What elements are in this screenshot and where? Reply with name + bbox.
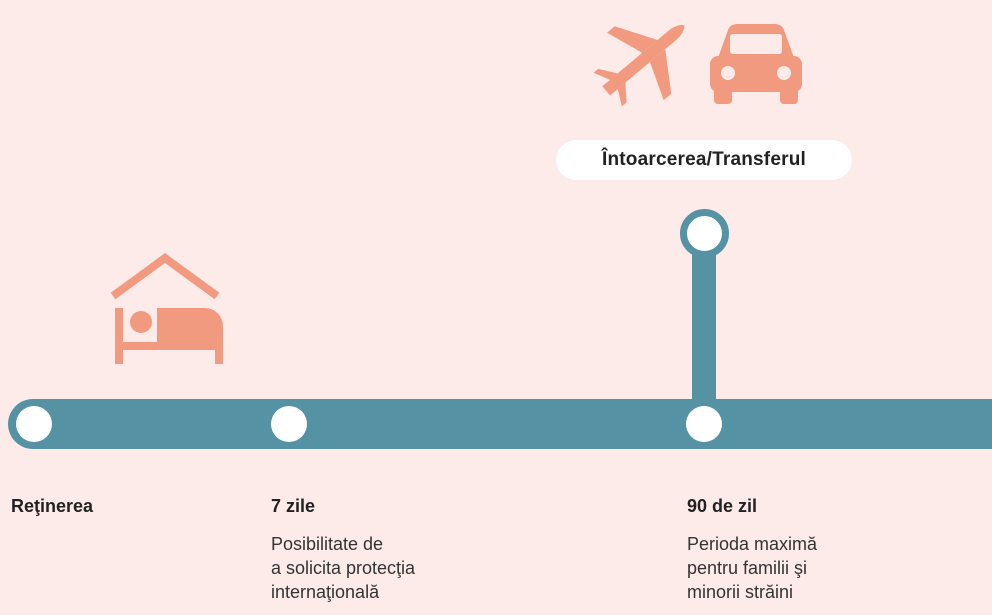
timeline-node-7-days — [271, 406, 307, 442]
description-line: pentru familii şi — [687, 558, 808, 578]
milestone-description-90-days: Perioda maximă pentru familii şi minorii… — [687, 532, 817, 604]
timeline-track — [8, 399, 992, 449]
description-line: Perioda maximă — [687, 534, 818, 554]
description-line: internaţională — [271, 582, 380, 602]
milestone-description-7-days: Posibilitate de a solicita protecţia int… — [271, 532, 415, 604]
description-line: a solicita protecţia — [271, 558, 416, 578]
transfer-node — [680, 209, 729, 258]
timeline-node-detention — [16, 406, 52, 442]
milestone-title-detention: Reţinerea — [11, 496, 94, 516]
milestone-title-90-days: 90 de zil — [687, 496, 758, 516]
car-icon — [706, 20, 806, 105]
transfer-badge: Întoarcerea/Transferul — [556, 140, 852, 180]
description-line: Posibilitate de — [271, 534, 384, 554]
milestone-title-7-days: 7 zile — [271, 496, 316, 516]
description-line: minorii străini — [687, 582, 794, 602]
bed-house-icon — [105, 250, 225, 365]
transfer-connector — [692, 240, 716, 420]
timeline-node-90-days — [686, 406, 722, 442]
airplane-icon — [588, 10, 698, 110]
